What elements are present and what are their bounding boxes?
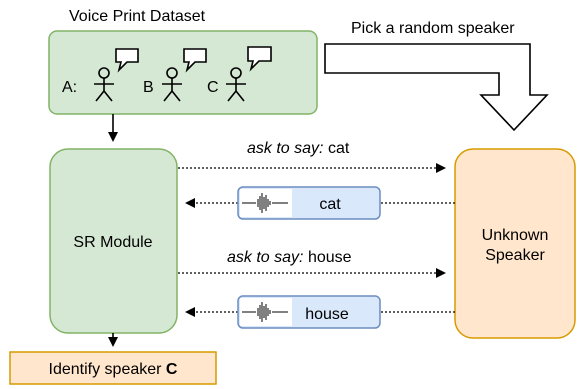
speaker-c-label: C <box>207 79 219 96</box>
speaker-b-speech-bubble-icon <box>183 48 207 73</box>
speaker-c-stick-figure-icon <box>226 67 246 102</box>
prompt-1-prefix: ask to say: <box>247 140 323 157</box>
speaker-c-speech-bubble-icon <box>247 46 272 72</box>
dataset-box <box>48 30 318 115</box>
unknown-speaker-line1: Unknown <box>482 227 549 244</box>
prompt-1-word: cat <box>328 140 350 157</box>
identify-prefix: Identify speaker <box>49 361 163 378</box>
speaker-b-label: B <box>143 79 154 96</box>
speaker-a-speech-bubble-icon <box>115 48 139 73</box>
speaker-a-stick-figure-icon <box>94 67 114 102</box>
unknown-speaker-box <box>454 148 576 339</box>
identify-speaker: C <box>166 361 178 378</box>
identify-label: Identify speaker C <box>49 361 178 378</box>
dataset-title: Voice Print Dataset <box>69 8 206 25</box>
speaker-a-label: A: <box>62 79 77 96</box>
prompt-2-prefix: ask to say: <box>227 249 303 266</box>
pick-speaker-arrow-icon <box>324 43 549 132</box>
pick-speaker-label: Pick a random speaker <box>351 20 515 37</box>
speaker-b-stick-figure-icon <box>162 67 182 102</box>
response-1-waveform-icon <box>242 193 288 213</box>
response-1-word: cat <box>319 196 341 213</box>
sr-module-label: SR Module <box>73 234 152 251</box>
identify-box <box>9 351 217 385</box>
response-2-waveform-icon <box>242 302 288 322</box>
unknown-speaker-line2: Speaker <box>485 247 545 264</box>
prompt-2-word: house <box>308 249 352 266</box>
prompt-2-label: ask to say: house <box>227 249 352 266</box>
response-2-word: house <box>305 306 349 323</box>
prompt-1-label: ask to say: cat <box>247 140 350 157</box>
